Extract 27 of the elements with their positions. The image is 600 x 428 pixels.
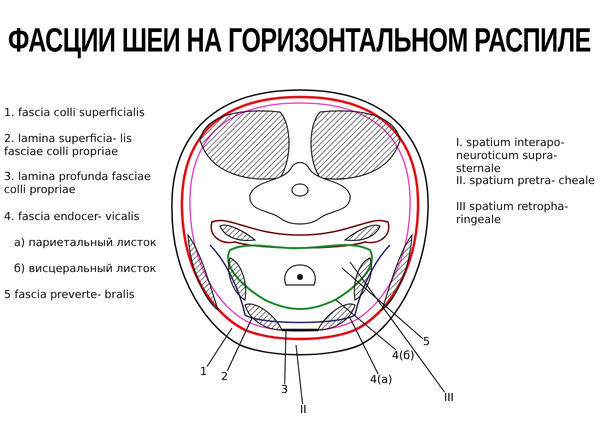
legend-text: III spatium retropha- ringeale — [456, 200, 570, 226]
legend-text: 3. lamina profunda fasciae colli propriae — [4, 170, 152, 196]
callout-number: III — [444, 392, 454, 404]
legend-text: I. spatium interapo- neuroticum supra- sternale — [456, 136, 566, 175]
legend-text: 1. fascia colli superficialis — [4, 106, 146, 119]
legend-text: 5 fascia preverte- bralis — [4, 288, 136, 301]
leader-line — [226, 318, 252, 372]
callout-number: 3 — [281, 384, 288, 396]
leader-line — [350, 318, 379, 374]
legend-text: II. spatium pretra- cheale — [456, 174, 596, 187]
leader-line — [206, 328, 232, 368]
leader-line — [296, 344, 304, 404]
callout-number: 2 — [221, 371, 228, 383]
title: ФАСЦИИ ШЕИ НА ГОРИЗОНТАЛЬНОМ РАСПИЛЕ — [8, 22, 591, 62]
callout-number: 4(б) — [392, 350, 414, 362]
leader-line — [350, 262, 445, 392]
legend-text: 4. fascia endocer- vicalis — [4, 210, 140, 223]
leader-line — [284, 330, 286, 384]
callout-number: II — [300, 404, 306, 416]
callout-number: 4(а) — [370, 374, 392, 386]
legend-text: а) париетальный листок — [14, 236, 158, 249]
callout-number: 5 — [423, 336, 430, 348]
leader-line — [336, 300, 396, 350]
leader-line — [342, 268, 424, 340]
callout-number: 1 — [200, 366, 207, 378]
legend-text: б) висцеральный листок — [14, 262, 158, 275]
legend-text: 2. lamina superficia- lis fasciae colli propriae — [4, 132, 133, 158]
